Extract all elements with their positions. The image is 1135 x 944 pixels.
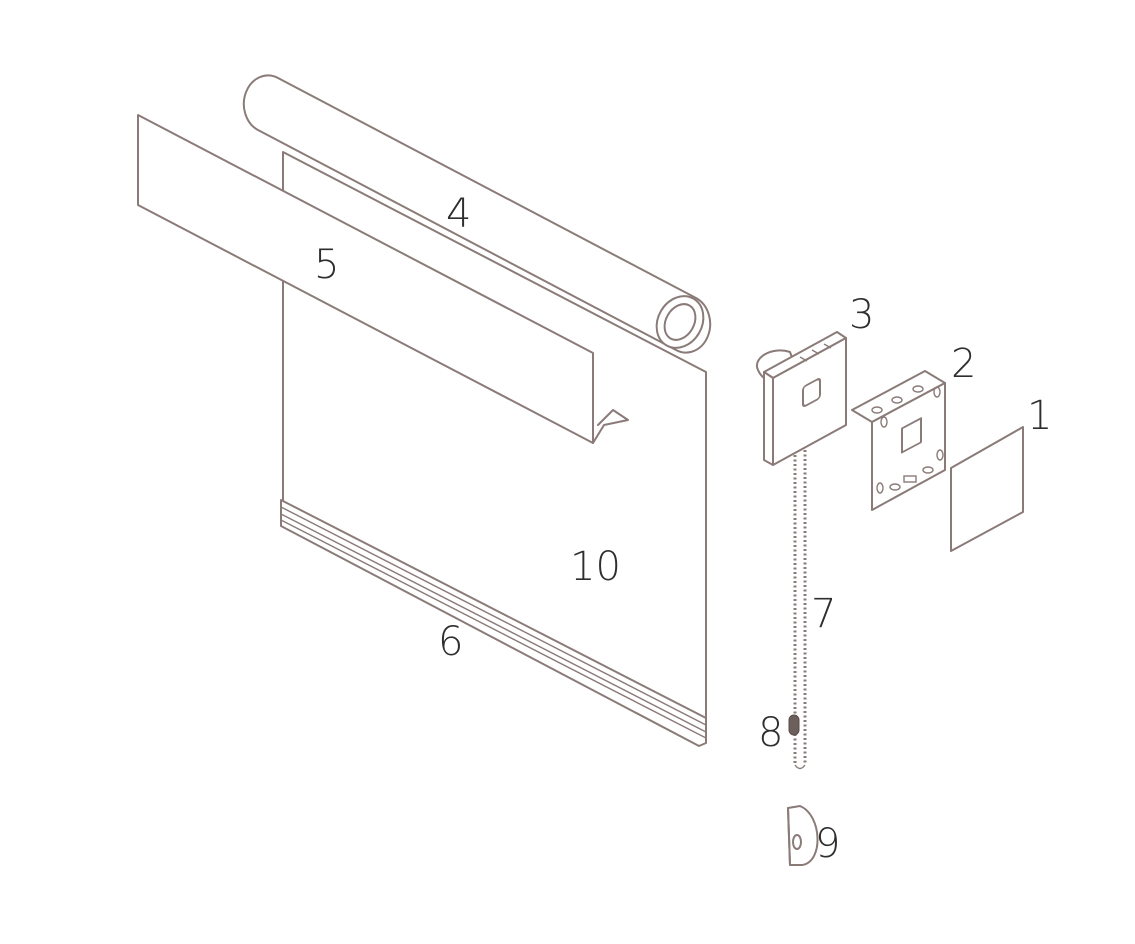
end-cap-plate [950, 426, 1024, 552]
chain-connector [788, 714, 800, 736]
bead-chain [793, 450, 807, 770]
label-2: 2 [951, 341, 976, 387]
mounting-bracket [851, 370, 946, 511]
label-10: 10 [570, 544, 621, 590]
label-8: 8 [758, 710, 783, 756]
label-3: 3 [849, 292, 874, 338]
label-5: 5 [314, 242, 339, 288]
control-mechanism [755, 331, 847, 466]
label-9: 9 [815, 821, 840, 867]
front-cover-valance [137, 114, 629, 444]
roller-tube [242, 74, 712, 354]
label-7: 7 [811, 591, 836, 637]
bottom-bar [280, 499, 707, 747]
label-1: 1 [1027, 393, 1052, 439]
label-4: 4 [446, 191, 471, 237]
label-6: 6 [438, 619, 463, 665]
chain-tensioner [787, 805, 819, 866]
